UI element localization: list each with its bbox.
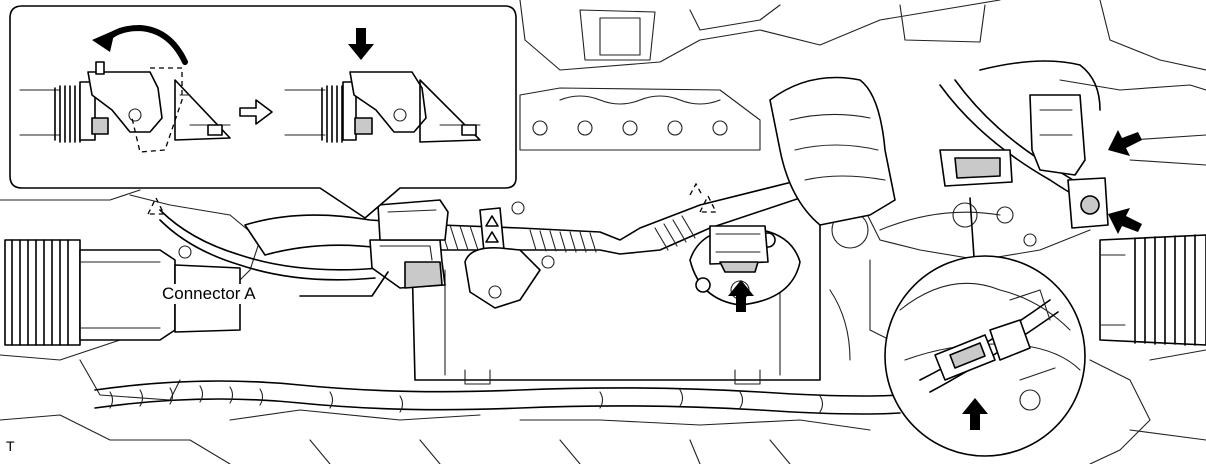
connector-a [369, 199, 449, 289]
diagonal-arrow-icon [1108, 130, 1142, 156]
intake-hose [769, 76, 896, 226]
triangle-marks [146, 182, 718, 215]
connector-a-leader-line [299, 271, 389, 297]
detail-circle [884, 197, 1086, 457]
inset-panel [9, 5, 517, 219]
up-arrow-icon [962, 398, 988, 430]
inset-step-1 [19, 61, 231, 153]
inset-step-2 [284, 71, 481, 143]
connector-a-label: Connector A [160, 284, 258, 304]
illustration-code: T [6, 438, 15, 454]
lower-bracket [178, 201, 555, 309]
right-rack-boot [1099, 234, 1206, 346]
down-arrow-icon [348, 28, 374, 60]
hollow-right-arrow-icon [239, 99, 273, 125]
sensor-connector [689, 225, 801, 306]
right-bracket [939, 94, 1109, 247]
diagonal-arrow-icon [1108, 208, 1142, 234]
up-arrow-icon [728, 280, 754, 312]
harness-clip [479, 207, 505, 253]
